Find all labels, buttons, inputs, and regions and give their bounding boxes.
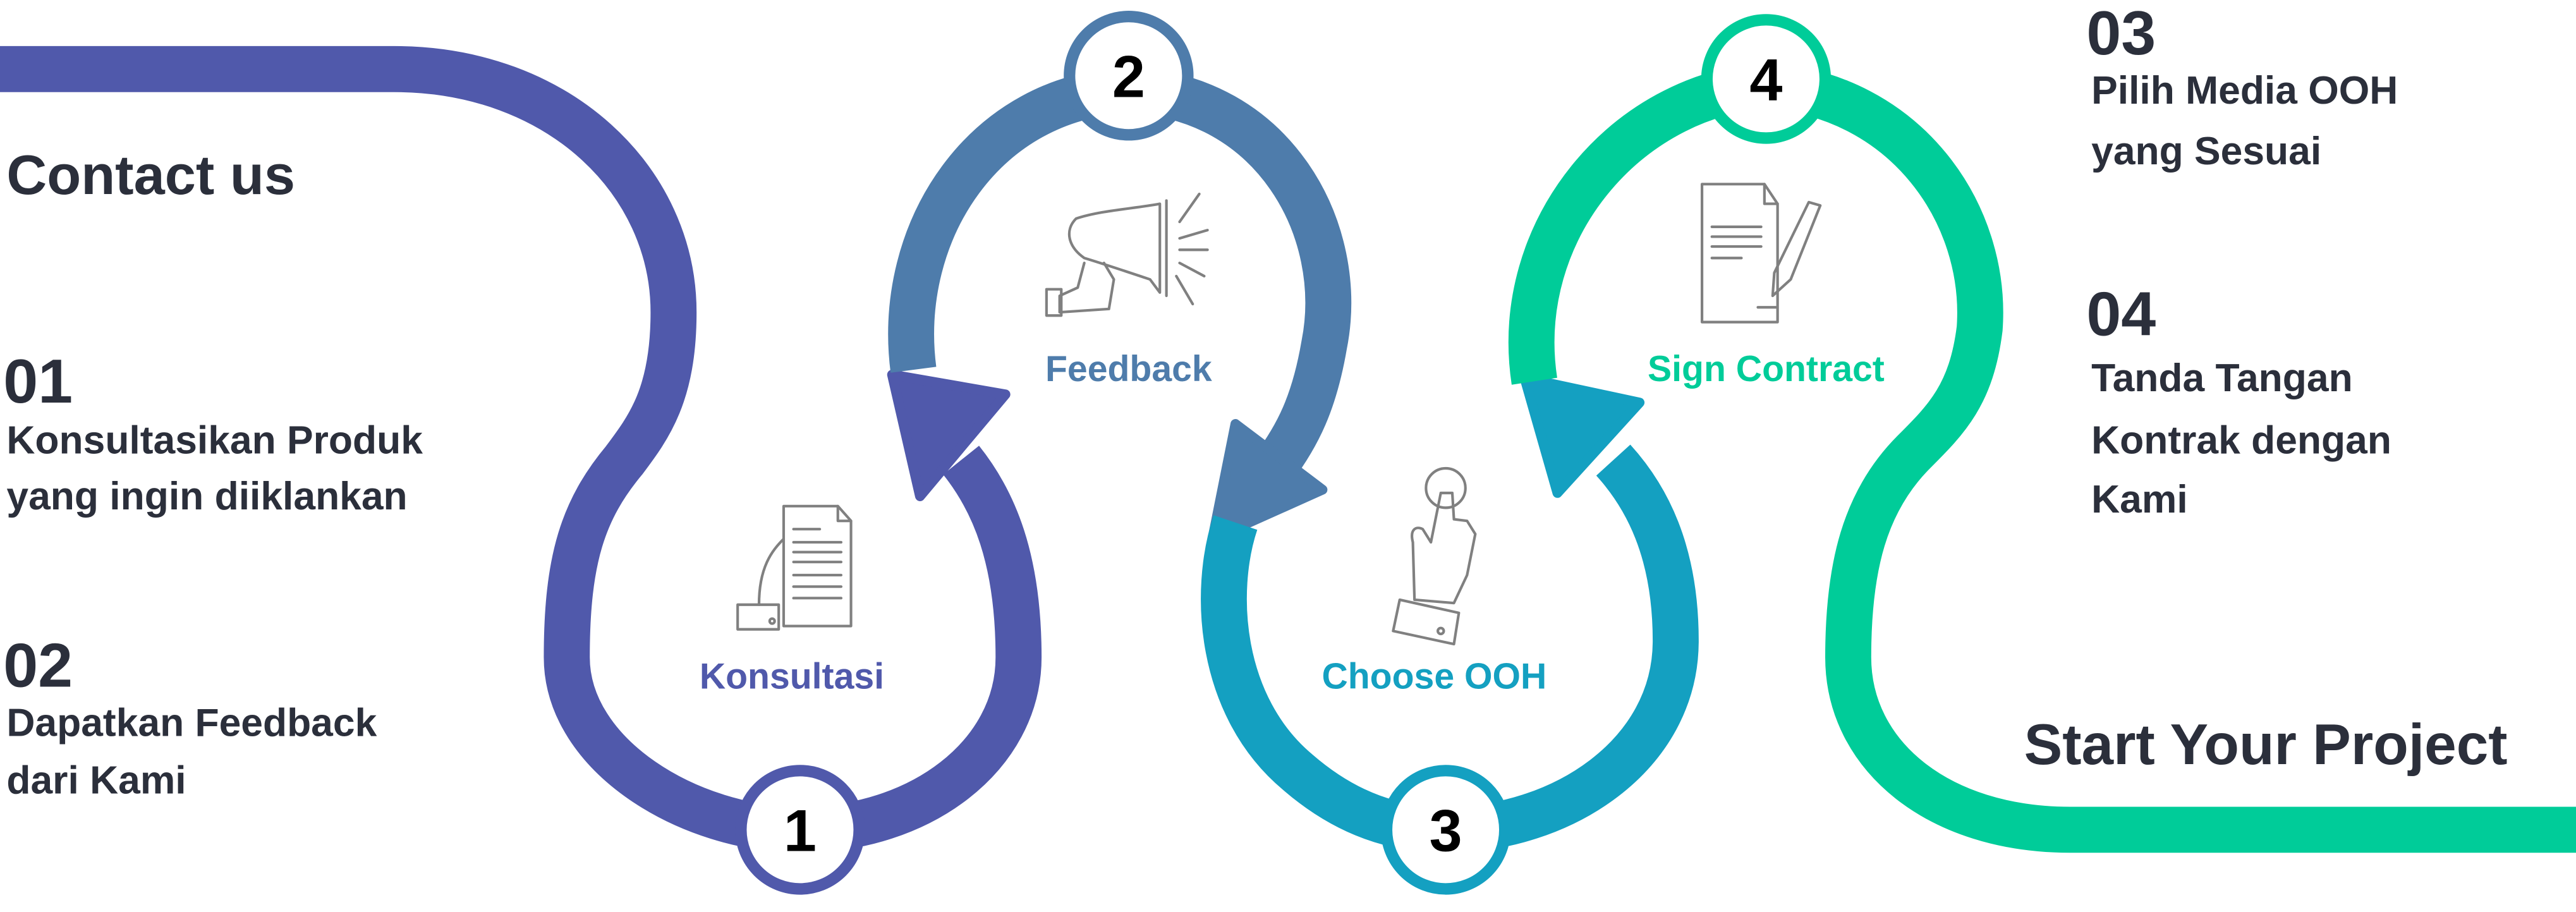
step-3-badge: 3: [1380, 765, 1511, 895]
item-04-line2: Kontrak dengan: [2091, 419, 2391, 463]
svg-text:4: 4: [1749, 47, 1782, 113]
svg-text:2: 2: [1112, 44, 1145, 110]
start-project-title: Start Your Project: [2024, 713, 2508, 777]
contact-heading: Contact us: [6, 143, 295, 206]
item-01-number: 01: [3, 346, 73, 416]
step-2-badge: 2: [1064, 11, 1194, 141]
step-4-path: [1509, 62, 2576, 853]
item-04-line3: Kami: [2091, 478, 2188, 521]
document-hand-icon: [736, 504, 853, 631]
svg-text:3: 3: [1430, 798, 1462, 864]
item-03-line1: Pilih Media OOH: [2091, 69, 2398, 112]
pointing-hand-icon: [1392, 466, 1477, 646]
item-01-line2: yang ingin diiklankan: [6, 475, 407, 518]
step-1-label: Konsultasi: [700, 656, 884, 696]
step-2-label: Feedback: [1045, 349, 1212, 389]
step-4-badge: 4: [1701, 14, 1832, 144]
item-01-line1: Konsultasikan Produk: [6, 419, 423, 463]
contract-pen-icon: [1700, 183, 1822, 324]
step-1-path: [0, 46, 1042, 853]
item-04-number: 04: [2086, 279, 2156, 348]
item-02-number: 02: [3, 631, 73, 700]
step-2-path: [888, 67, 1352, 544]
megaphone-icon: [1045, 192, 1209, 317]
step-3-label: Choose OOH: [1321, 656, 1546, 696]
item-02-line1: Dapatkan Feedback: [6, 702, 377, 745]
item-02-line2: dari Kami: [6, 759, 186, 803]
step-4-label: Sign Contract: [1648, 349, 1885, 389]
svg-text:1: 1: [784, 798, 817, 864]
item-03-number: 03: [2086, 0, 2156, 68]
item-03-line2: yang Sesuai: [2091, 130, 2321, 173]
step-1-badge: 1: [735, 765, 865, 895]
item-04-line1: Tanda Tangan: [2091, 356, 2353, 400]
